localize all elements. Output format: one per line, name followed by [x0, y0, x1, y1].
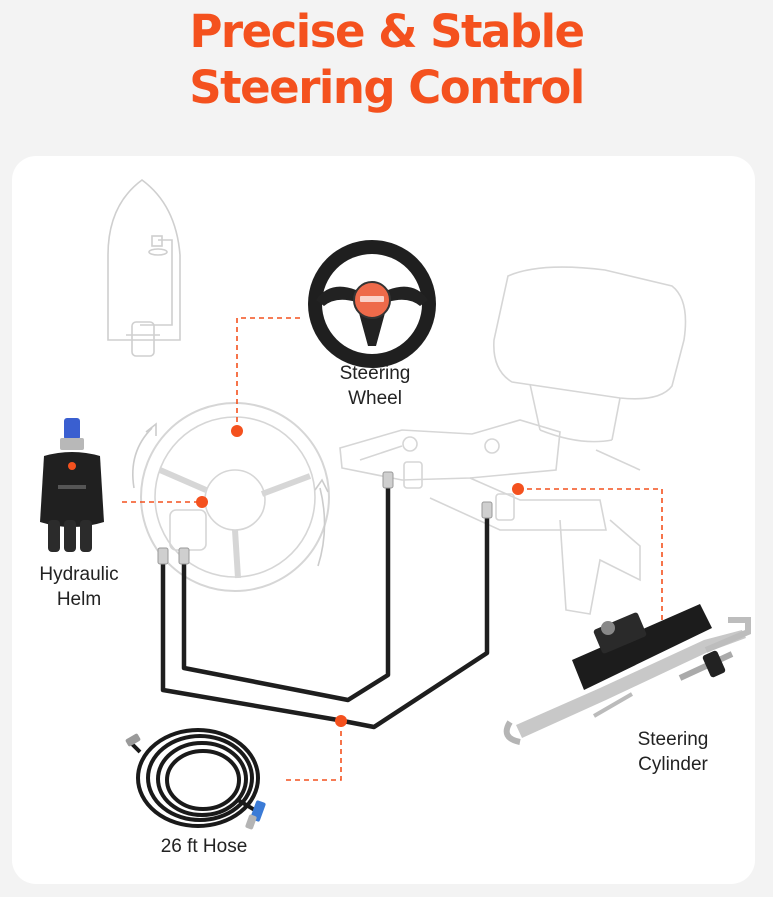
ghost-steering-wheel-outline: [140, 402, 330, 592]
hydraulic-helm-label: Hydraulic Helm: [39, 564, 119, 610]
page-title: Precise & Stable Steering Control: [0, 4, 773, 116]
callout-dots: [196, 425, 524, 727]
hose-coil-icon: [128, 728, 260, 828]
rotation-arrows-icon: [132, 422, 329, 567]
boat-outline-icon: [107, 179, 181, 357]
steering-wheel-label: Steering Wheel: [339, 363, 411, 409]
hose-end-fittings: [125, 733, 266, 830]
steering-cylinder-icon: [503, 604, 751, 745]
transom-bracket-outline: [339, 419, 607, 531]
steering-wheel-icon: [308, 240, 436, 368]
hose-label: 26 ft Hose: [160, 836, 248, 857]
outboard-motor-outline: [493, 266, 687, 615]
title-line-1: Precise & Stable: [189, 5, 585, 58]
hydraulic-hose-lines: [160, 484, 490, 730]
hydraulic-helm-icon: [40, 418, 104, 552]
title-line-2: Steering Control: [189, 61, 585, 114]
hose-fittings: [157, 471, 493, 565]
callout-dashed-lines: [122, 317, 663, 781]
steering-cylinder-label: Steering Cylinder: [637, 729, 709, 775]
